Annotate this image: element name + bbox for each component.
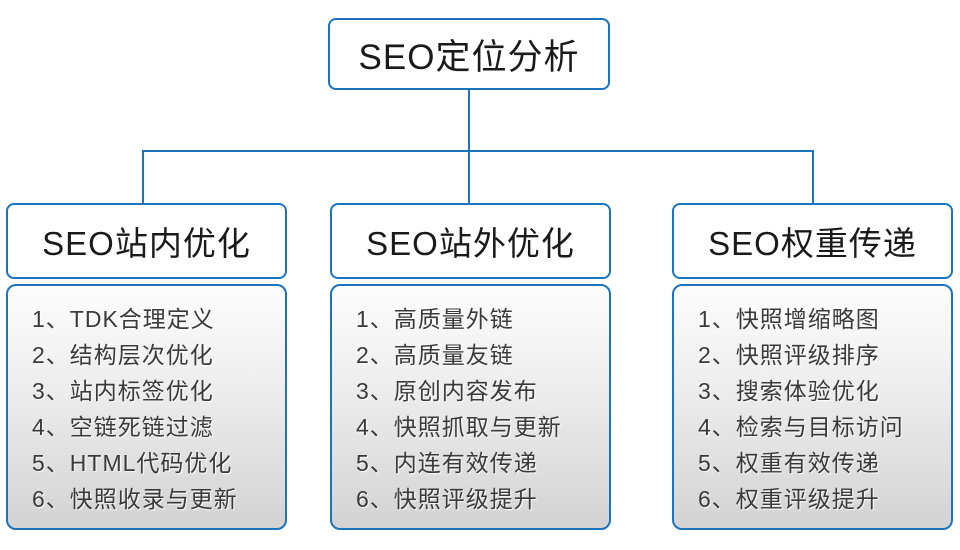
branch-title-weight: SEO权重传递 <box>708 225 917 262</box>
list-item: 5、权重有效传递 <box>698 450 880 476</box>
list-item: 2、结构层次优化 <box>32 342 214 368</box>
list-item: 5、内连有效传递 <box>356 450 538 476</box>
list-item: 1、TDK合理定义 <box>32 306 215 332</box>
branch-node-onsite: SEO站内优化 <box>6 203 287 279</box>
root-node: SEO定位分析 <box>328 18 610 90</box>
list-item: 4、检索与目标访问 <box>698 414 904 440</box>
list-item: 3、原创内容发布 <box>356 378 538 404</box>
list-item: 6、权重评级提升 <box>698 486 880 512</box>
list-item: 3、搜索体验优化 <box>698 378 880 404</box>
branch-title-offsite: SEO站外优化 <box>366 225 575 262</box>
list-item: 6、快照收录与更新 <box>32 486 238 512</box>
branch-list-onsite: 1、TDK合理定义 2、结构层次优化 3、站内标签优化 4、空链死链过滤 5、H… <box>6 284 287 530</box>
branch-title-onsite: SEO站内优化 <box>42 225 251 262</box>
branch-list-offsite: 1、高质量外链 2、高质量友链 3、原创内容发布 4、快照抓取与更新 5、内连有… <box>330 284 611 530</box>
list-item: 1、快照增缩略图 <box>698 306 880 332</box>
connector-drop-right <box>812 150 814 204</box>
list-item: 4、快照抓取与更新 <box>356 414 562 440</box>
list-item: 2、快照评级排序 <box>698 342 880 368</box>
list-item: 5、HTML代码优化 <box>32 450 233 476</box>
connector-root-stem <box>468 90 470 151</box>
root-node-title: SEO定位分析 <box>358 37 580 77</box>
connector-drop-left <box>142 150 144 204</box>
list-item: 3、站内标签优化 <box>32 378 214 404</box>
branch-node-weight: SEO权重传递 <box>672 203 953 279</box>
list-item: 6、快照评级提升 <box>356 486 538 512</box>
list-item: 4、空链死链过滤 <box>32 414 214 440</box>
connector-drop-center <box>468 150 470 204</box>
list-item: 1、高质量外链 <box>356 306 514 332</box>
branch-node-offsite: SEO站外优化 <box>330 203 611 279</box>
connector-crossbar <box>142 150 814 152</box>
branch-list-weight: 1、快照增缩略图 2、快照评级排序 3、搜索体验优化 4、检索与目标访问 5、权… <box>672 284 953 530</box>
list-item: 2、高质量友链 <box>356 342 514 368</box>
